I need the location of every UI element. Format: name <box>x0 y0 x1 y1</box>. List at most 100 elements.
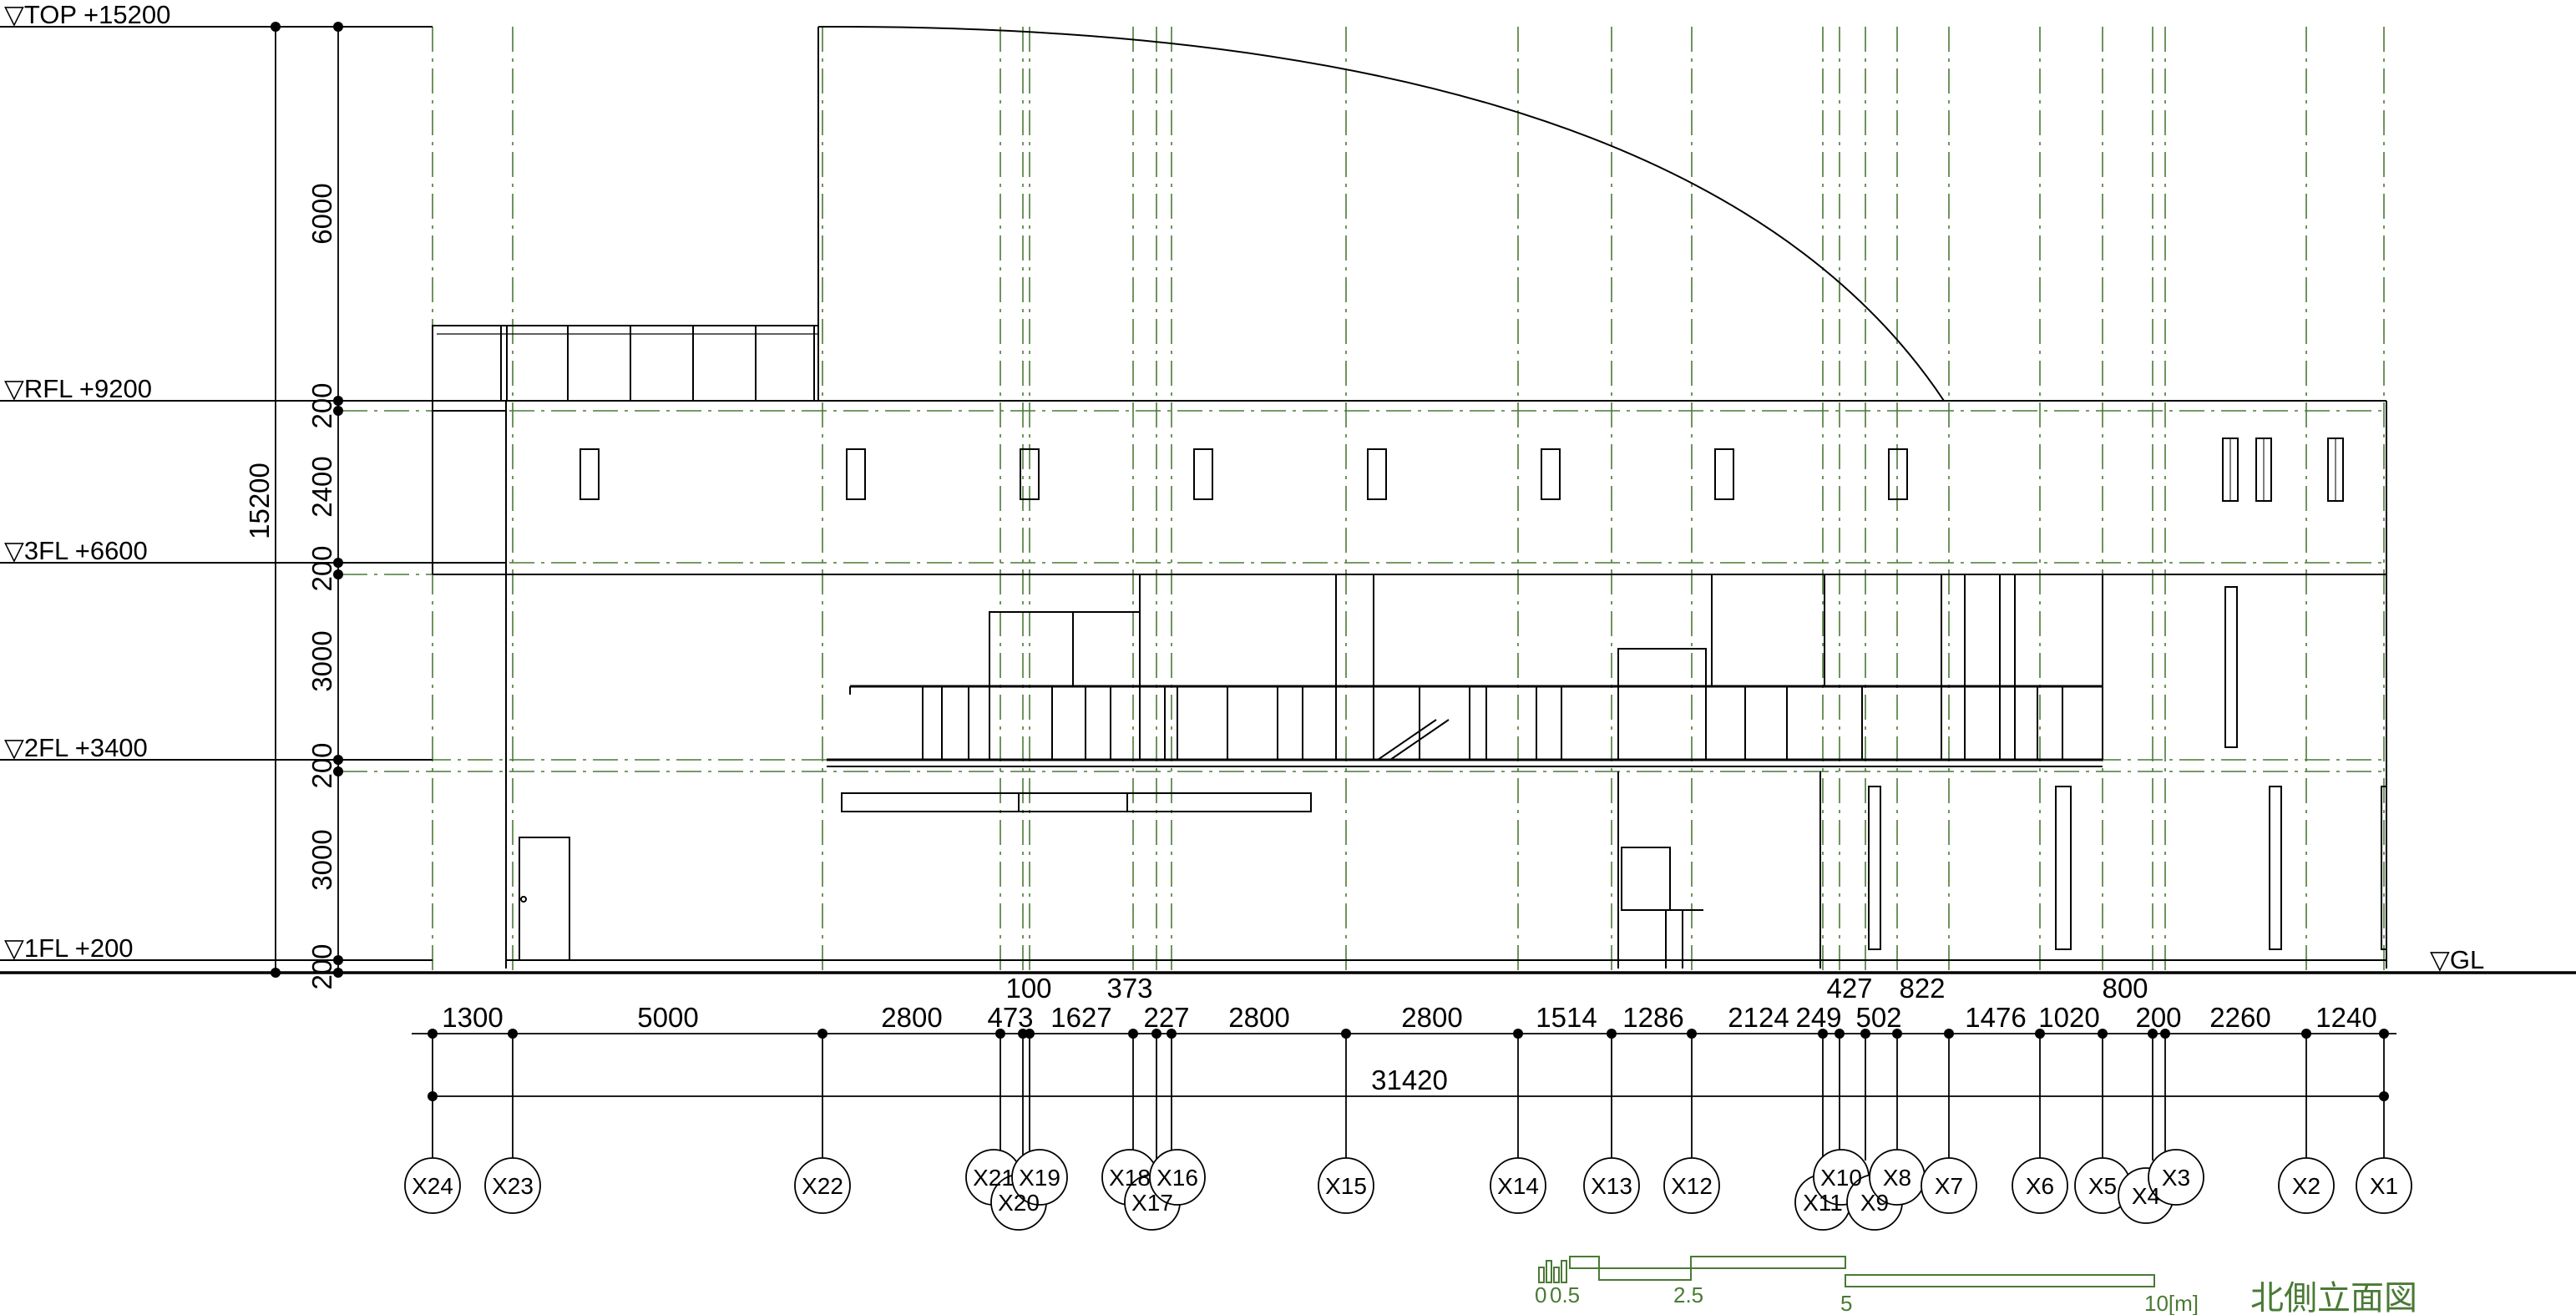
level-label-top: ▽TOP +15200 <box>4 0 170 29</box>
dimension-dot <box>333 406 343 416</box>
vertical-dim-3000-a: 3000 <box>306 630 337 691</box>
horizontal-dim: 249 <box>1795 1002 1841 1033</box>
level-labels: ▽TOP +15200 ▽RFL +9200 ▽3FL +6600 ▽2FL +… <box>4 0 2484 974</box>
grid-label: X22 <box>802 1173 843 1199</box>
grid-label: X18 <box>1109 1165 1151 1191</box>
grid-label: X5 <box>2088 1173 2117 1199</box>
grid-label: X3 <box>2162 1165 2190 1191</box>
horizontal-dim: 800 <box>2102 973 2148 1004</box>
scale-label-0: 0 <box>1535 1282 1546 1307</box>
scale-label-0-5: 0.5 <box>1550 1282 1580 1307</box>
grid-label: X2 <box>2292 1173 2320 1199</box>
drawing-title: 北側立面図 <box>2250 1280 2417 1315</box>
grid-bubble <box>794 1157 851 1214</box>
horizontal-dimensions: 1300 5000 2800 473 100 1627 373 227 2800… <box>442 973 2376 1095</box>
horizontal-dim: 502 <box>1855 1002 1901 1033</box>
scale-label-10m: 10[m] <box>2144 1291 2199 1315</box>
grid-label: X17 <box>1131 1190 1173 1216</box>
scale-labels: 0 0.5 2.5 5 10[m] <box>1535 1282 2199 1315</box>
grid-bubble <box>1663 1157 1720 1214</box>
building-outline <box>0 26 2576 974</box>
grid-label: X23 <box>492 1173 534 1199</box>
vertical-dim-200-b: 200 <box>306 545 337 591</box>
scale-bar <box>1538 1256 2155 1287</box>
vertical-dim-total: 15200 <box>244 463 275 539</box>
vertical-dim-2400: 2400 <box>306 456 337 517</box>
level-label-2fl: ▽2FL +3400 <box>4 733 148 762</box>
horizontal-dim: 427 <box>1826 973 1872 1004</box>
scale-label-2-5: 2.5 <box>1673 1282 1703 1307</box>
horizontal-dim: 2800 <box>1228 1002 1289 1033</box>
horizontal-dim: 2800 <box>881 1002 942 1033</box>
horizontal-dim: 200 <box>2135 1002 2181 1033</box>
horizontal-dim: 1240 <box>2315 1002 2376 1033</box>
horizontal-dim: 2124 <box>1728 1002 1789 1033</box>
dimension-dot <box>333 755 343 765</box>
horizontal-dim: 473 <box>987 1002 1033 1033</box>
horizontal-dim: 1300 <box>442 1002 503 1033</box>
grid-bubble <box>2356 1157 2412 1214</box>
dimension-dot <box>333 558 343 568</box>
horizontal-dim-total: 31420 <box>1371 1065 1448 1095</box>
grid-label: X8 <box>1883 1165 1911 1191</box>
dimension-lines <box>275 27 2396 1097</box>
level-label-3fl: ▽3FL +6600 <box>4 536 148 565</box>
vertical-dim-6000: 6000 <box>306 183 337 244</box>
grid-label: X20 <box>998 1190 1040 1216</box>
level-label-rfl: ▽RFL +9200 <box>4 374 152 403</box>
grid-bubble <box>1583 1157 1640 1214</box>
horizontal-dim: 1627 <box>1050 1002 1111 1033</box>
level-label-1fl: ▽1FL +200 <box>4 933 134 963</box>
dimension-dot <box>333 955 343 965</box>
grid-label: X1 <box>2370 1173 2398 1199</box>
grid-label: X7 <box>1935 1173 1963 1199</box>
dimension-dot <box>333 569 343 579</box>
grid-lines <box>342 27 2388 973</box>
horizontal-dim: 1476 <box>1965 1002 2026 1033</box>
horizontal-dim: 373 <box>1106 973 1152 1004</box>
grid-label: X12 <box>1671 1173 1713 1199</box>
vertical-dim-3000-b: 3000 <box>306 829 337 890</box>
grid-bubble <box>1318 1157 1374 1214</box>
dimension-dot <box>333 766 343 776</box>
vertical-dim-200-a: 200 <box>306 382 337 428</box>
grid-bubble <box>1011 1149 1068 1206</box>
grid-label: X11 <box>1803 1190 1843 1216</box>
horizontal-dim: 5000 <box>637 1002 698 1033</box>
grid-bubble <box>1149 1149 1206 1206</box>
horizontal-dim: 1514 <box>1536 1002 1597 1033</box>
dimension-dot <box>271 22 281 32</box>
dimension-dot <box>333 396 343 406</box>
grid-label: X10 <box>1820 1165 1862 1191</box>
horizontal-dim: 227 <box>1143 1002 1189 1033</box>
grid-bubble <box>484 1157 541 1214</box>
grid-label: X21 <box>973 1165 1015 1191</box>
dimension-dot <box>271 968 281 978</box>
vertical-dim-200-d: 200 <box>306 943 337 989</box>
vertical-dimensions: 15200 6000 200 2400 200 3000 200 3000 20… <box>244 183 337 989</box>
grid-label: X13 <box>1591 1173 1632 1199</box>
grid-label: X16 <box>1156 1165 1198 1191</box>
horizontal-dim: 2800 <box>1401 1002 1462 1033</box>
grid-bubble <box>2278 1157 2335 1214</box>
vertical-dim-200-c: 200 <box>306 742 337 788</box>
horizontal-dim: 1286 <box>1622 1002 1683 1033</box>
dimension-dot <box>333 968 343 978</box>
grid-label: X15 <box>1325 1173 1367 1199</box>
grid-label: X24 <box>412 1173 453 1199</box>
grid-bubble <box>1490 1157 1546 1214</box>
grid-label: X9 <box>1860 1190 1889 1216</box>
grid-bubble <box>1921 1157 1977 1214</box>
grid-label: X19 <box>1019 1165 1060 1191</box>
grid-label: X6 <box>2026 1173 2054 1199</box>
horizontal-dim: 100 <box>1005 973 1051 1004</box>
grid-bubble <box>2012 1157 2068 1214</box>
level-label-gl: ▽GL <box>2430 945 2484 974</box>
grid-bubble <box>404 1157 461 1214</box>
dimension-dot <box>333 22 343 32</box>
scale-label-5: 5 <box>1840 1291 1852 1315</box>
horizontal-dim: 2260 <box>2209 1002 2270 1033</box>
grid-label: X4 <box>2132 1183 2160 1209</box>
